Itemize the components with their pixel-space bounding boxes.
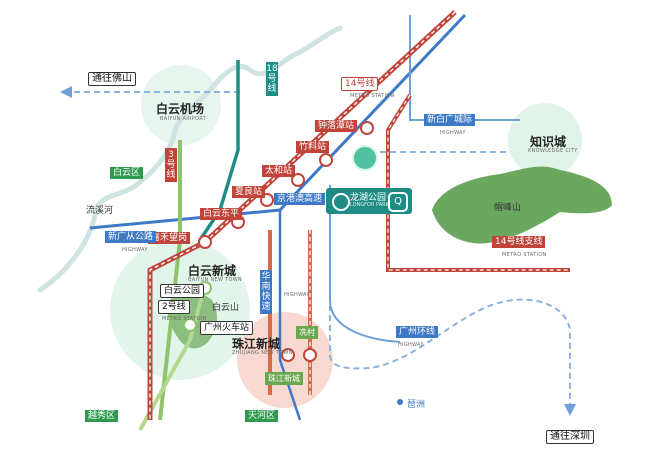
station-zhongluotan: 钟落潭站 <box>315 120 358 132</box>
arrow-foshan <box>60 86 72 98</box>
knowledge-city-label: 知识城 <box>530 135 567 149</box>
district-baiyun: 白云区 <box>110 167 144 179</box>
highway-xinbaiguang <box>409 15 520 121</box>
station-markers <box>198 121 374 362</box>
line-2-en: METRO STATION <box>162 316 207 322</box>
station-marker-zhongluotan <box>360 121 374 135</box>
station-marker-railway <box>183 318 197 332</box>
district-tianhe: 天河区 <box>245 410 279 422</box>
baiyun-newtown-en: BAIYUN NEW TOWN <box>188 277 242 283</box>
station-marker-zhujiang <box>281 348 295 362</box>
maofeng-mountain-label: 帽峰山 <box>494 203 522 213</box>
baiyun-mountain-label: 白云山 <box>212 303 240 313</box>
direction-shenzhen: 通往深圳 <box>546 430 594 444</box>
airport-zone <box>141 65 221 145</box>
zhujiang-newtown-en: ZHUJIANG NEW TOWN <box>232 350 293 356</box>
route-to-shenzhen <box>329 185 571 408</box>
station-marker-xiancun <box>303 348 317 362</box>
highway-ring <box>329 185 401 343</box>
project-badge: Q <box>388 192 408 212</box>
line-2-label: 2号线 <box>158 300 190 314</box>
pazhou-label: 琶洲 <box>407 400 426 410</box>
line-2-track <box>138 284 207 431</box>
arrow-shenzhen <box>564 404 576 416</box>
project-en: LONGFOR PARK <box>350 202 389 208</box>
station-baiyun-park: 白云公园 <box>160 284 205 298</box>
line-14-branch-en: METRO STATION <box>502 252 547 258</box>
highway-ring-en: HIGHWAY <box>398 342 424 348</box>
highway-xinguangcong-label: 新广从公路 <box>105 231 157 243</box>
station-xiancun: 冼村 <box>296 326 318 339</box>
pazhou-dot <box>397 399 403 405</box>
station-xialiang: 夏良站 <box>232 186 266 198</box>
knowledge-city-zone <box>508 103 582 177</box>
station-dongping: 白云东平 <box>200 208 243 220</box>
direction-foshan: 通往佛山 <box>88 72 136 86</box>
line-3-label: 3号线 <box>165 148 177 182</box>
highway-huanan-label: 华南快速 <box>260 270 272 314</box>
zhujiang-newtown-label: 珠江新城 <box>232 337 281 351</box>
knowledge-city-en: KNOWLEDGE CITY <box>528 148 578 154</box>
line-18-label: 18号线 <box>266 62 278 96</box>
station-jiahe: 嘉禾望岗 <box>148 232 191 244</box>
station-zhujiang: 珠江新城 <box>265 372 303 385</box>
mascot-icon <box>352 145 378 171</box>
line-18-track <box>198 60 240 241</box>
liuxi-river <box>37 25 343 293</box>
project-marker[interactable]: 龙湖公园 LONGFOR PARK Q <box>326 188 412 214</box>
liuxi-river-label: 流溪河 <box>86 206 114 216</box>
baiyun-newtown-label: 白云新城 <box>188 264 237 278</box>
highway-ring-label: 广州环线 <box>396 326 439 338</box>
station-railway: 广州火车站 <box>200 321 254 335</box>
line-14-label: 14号线 <box>341 77 379 91</box>
highway-huanan <box>278 210 302 421</box>
station-taihe: 太和站 <box>262 165 296 177</box>
project-logo-icon <box>332 193 350 211</box>
highway-guanghe-label: 京港澳高速 <box>274 193 326 205</box>
station-zhuliao: 竹料站 <box>296 141 330 153</box>
highway-xinguangcong-en: HIGHWAY <box>122 247 148 253</box>
highway-huanan-en: HIGHWAY <box>284 292 310 298</box>
station-marker-zhuliao <box>319 153 333 167</box>
baiyun-airport-label: 白云机场 <box>156 102 205 116</box>
project-name: 龙湖公园 <box>350 193 387 203</box>
baiyun-airport-en: BAIYUN AIRPORT <box>160 116 207 122</box>
line-14-en: METRO STATION <box>350 93 395 99</box>
station-marker-jiahe <box>198 235 212 249</box>
maofeng-mountain-area <box>432 166 612 244</box>
highway-xinbaiguang-en: HIGHWAY <box>440 130 466 136</box>
highway-xinbaiguang-label: 新白广城际 <box>424 114 476 126</box>
station-marker-taihe <box>291 173 305 187</box>
line-14-branch-label: 14号线支线 <box>492 236 546 248</box>
district-yuexiu: 越秀区 <box>85 410 119 422</box>
